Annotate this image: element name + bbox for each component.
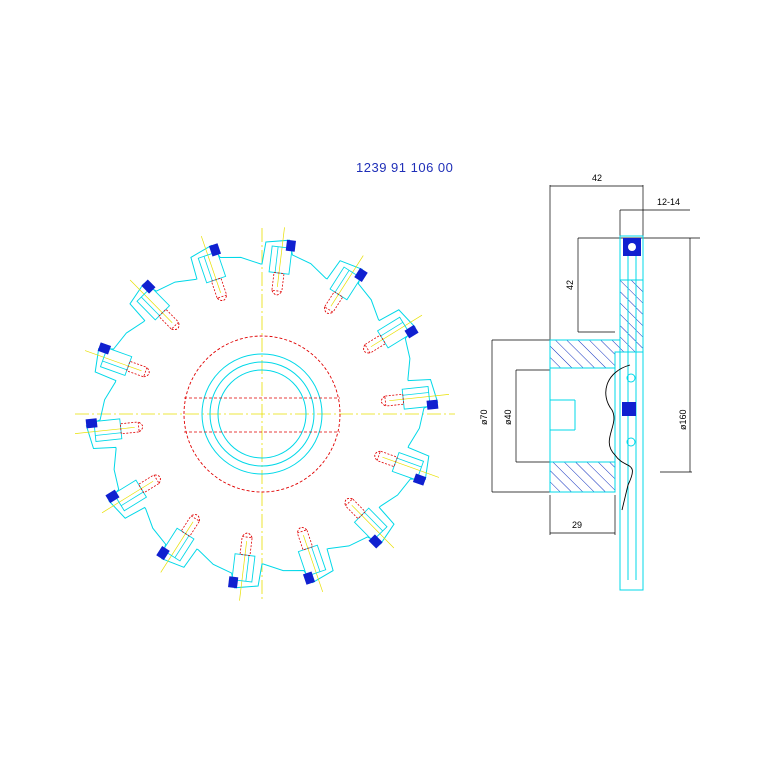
dim-hub-diameter: ø70 [479, 409, 489, 425]
tooth [268, 227, 296, 296]
tooth [296, 526, 327, 593]
insert-icon [285, 239, 296, 252]
insert-icon [302, 571, 316, 585]
insert-icon [404, 324, 419, 339]
hub-ring-circle [209, 361, 315, 467]
section-hatch-bottom [549, 461, 616, 493]
insert-icon [105, 489, 120, 504]
dim-insert-width: 12-14 [657, 197, 680, 207]
tooth [324, 255, 368, 314]
dim-hub-width: 29 [572, 520, 582, 530]
insert-icon [228, 576, 239, 589]
tooth [363, 314, 423, 354]
tooth [101, 474, 161, 514]
break-line [605, 364, 633, 511]
bore-circle [217, 369, 307, 459]
teeth-group [74, 227, 450, 601]
part-number: 1239 91 106 00 [356, 160, 454, 175]
side-view: 42 12-14 42 ø70 ø40 ø160 29 [479, 173, 700, 591]
hub-outer-circle [201, 353, 323, 475]
screw-icon-2 [626, 437, 636, 447]
insert-icon [208, 243, 222, 257]
hub-hidden-circle [183, 335, 341, 493]
tooth [74, 418, 144, 442]
insert-icon [412, 473, 427, 486]
tooth [156, 514, 200, 573]
insert-icon [156, 546, 170, 561]
insert-icon [85, 418, 98, 429]
screw-icon [626, 373, 636, 383]
insert-side-mid [622, 402, 636, 416]
dim-width-total: 42 [592, 173, 602, 183]
tooth [344, 498, 395, 549]
tooth [374, 450, 440, 486]
tooth [129, 279, 180, 330]
insert-icon [97, 342, 112, 355]
tooth [228, 532, 256, 601]
insert-icon [354, 267, 368, 282]
section-hatch-top [549, 279, 644, 369]
dim-outer-diameter: ø160 [678, 409, 688, 430]
insert-icon [368, 534, 383, 549]
dim-bore-diameter: ø40 [503, 409, 513, 425]
tooth [84, 342, 150, 378]
front-view [74, 227, 455, 601]
insert-icon [426, 399, 439, 410]
dim-radial-depth: 42 [565, 280, 575, 290]
insert-icon [141, 279, 156, 294]
tooth [380, 386, 450, 410]
tooth [197, 235, 228, 302]
